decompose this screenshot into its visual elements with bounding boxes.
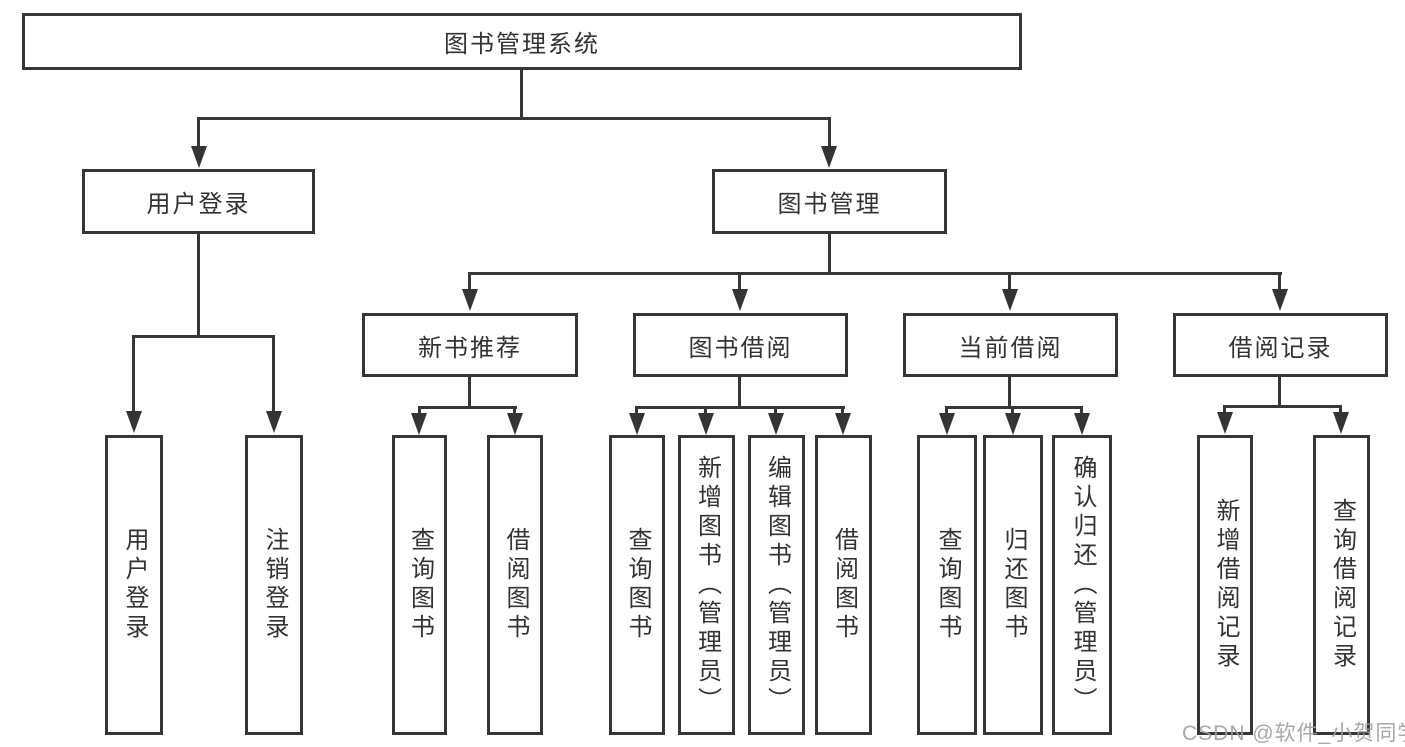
leaf-user-login: 用户登录 xyxy=(105,435,163,735)
arrow-down-icon xyxy=(1333,412,1349,434)
connector-line xyxy=(418,406,517,409)
node-user-login: 用户登录 xyxy=(82,169,315,234)
connector-line xyxy=(468,272,471,291)
leaf-label: 编辑图书（管理员） xyxy=(763,454,791,716)
arrow-down-icon xyxy=(821,146,837,168)
connector-line xyxy=(704,406,707,415)
node-label: 借阅记录 xyxy=(1228,334,1333,362)
leaf-label: 归还图书 xyxy=(1000,527,1027,643)
connector-line xyxy=(1011,406,1014,415)
node-borrow-records: 借阅记录 xyxy=(1173,313,1388,377)
leaf-label: 新增借阅记录 xyxy=(1212,498,1239,672)
connector-line xyxy=(774,406,777,415)
connector-line xyxy=(1008,377,1011,407)
connector-line xyxy=(197,233,200,337)
leaf-label: 查询借阅记录 xyxy=(1328,498,1356,672)
arrow-down-icon xyxy=(768,413,784,435)
arrow-down-icon xyxy=(507,413,523,435)
leaf-label: 查询图书 xyxy=(624,527,651,643)
arrow-down-icon xyxy=(1002,289,1018,311)
leaf-label: 新增图书（管理员） xyxy=(693,454,721,716)
connector-line xyxy=(841,406,844,415)
connector-line xyxy=(1223,405,1342,408)
connector-line xyxy=(520,69,523,118)
leaf-edit-books-admin: 编辑图书（管理员） xyxy=(748,435,805,735)
leaf-label: 借阅图书 xyxy=(502,527,529,643)
connector-line xyxy=(197,117,831,120)
node-label: 用户登录 xyxy=(146,191,251,218)
connector-line xyxy=(635,406,845,409)
connector-line xyxy=(468,272,1282,275)
node-book-management: 图书管理 xyxy=(712,169,947,234)
connector-line xyxy=(272,335,275,413)
node-label: 图书管理系统 xyxy=(444,31,600,58)
leaf-query-borrow-record: 查询借阅记录 xyxy=(1313,435,1370,735)
leaf-borrow-books-1: 借阅图书 xyxy=(487,435,543,735)
connector-line xyxy=(1080,406,1083,415)
node-root-system: 图书管理系统 xyxy=(22,13,1022,70)
leaf-label: 查询图书 xyxy=(934,527,961,643)
leaf-query-books-3: 查询图书 xyxy=(917,435,977,735)
leaf-logout: 注销登录 xyxy=(245,435,303,735)
arrow-down-icon xyxy=(1005,413,1021,435)
leaf-confirm-return-admin: 确认归还（管理员） xyxy=(1052,435,1112,735)
connector-line xyxy=(1278,377,1281,407)
connector-line xyxy=(945,406,948,415)
connector-line xyxy=(133,335,275,338)
connector-line xyxy=(418,406,421,415)
connector-line xyxy=(197,117,200,147)
leaf-label: 确认归还（管理员） xyxy=(1069,454,1096,716)
arrow-down-icon xyxy=(732,289,748,311)
arrow-down-icon xyxy=(462,289,478,311)
leaf-borrow-books-2: 借阅图书 xyxy=(815,435,872,735)
arrow-down-icon xyxy=(1074,413,1090,435)
leaf-label: 借阅图书 xyxy=(830,527,858,643)
arrow-down-icon xyxy=(939,413,955,435)
connector-line xyxy=(1223,405,1226,415)
connector-line xyxy=(635,406,638,415)
leaf-label: 查询图书 xyxy=(406,527,434,643)
connector-line xyxy=(828,117,831,147)
leaf-query-books-1: 查询图书 xyxy=(392,435,447,735)
arrow-down-icon xyxy=(1217,412,1233,434)
node-label: 新书推荐 xyxy=(418,334,522,362)
connector-line xyxy=(1278,272,1281,291)
connector-line xyxy=(738,377,741,407)
arrow-down-icon xyxy=(126,411,142,433)
arrow-down-icon xyxy=(191,146,207,168)
arrow-down-icon xyxy=(835,413,851,435)
leaf-label: 用户登录 xyxy=(121,527,148,643)
arrow-down-icon xyxy=(266,411,282,433)
connector-line xyxy=(513,406,516,415)
connector-line xyxy=(1008,272,1011,291)
connector-line xyxy=(738,272,741,291)
node-new-book-recommend: 新书推荐 xyxy=(362,313,578,377)
arrow-down-icon xyxy=(1272,289,1288,311)
node-current-borrow: 当前借阅 xyxy=(903,313,1118,377)
node-book-borrow: 图书借阅 xyxy=(633,313,848,377)
node-label: 图书管理 xyxy=(777,191,882,218)
leaf-return-books: 归还图书 xyxy=(983,435,1043,735)
leaf-query-books-2: 查询图书 xyxy=(609,435,665,735)
connector-line xyxy=(828,233,831,274)
arrow-down-icon xyxy=(411,413,427,435)
leaf-label: 注销登录 xyxy=(261,527,288,643)
connector-line xyxy=(132,335,135,413)
watermark: CSDN @软件_小贺同学 xyxy=(1182,722,1405,745)
leaf-add-books-admin: 新增图书（管理员） xyxy=(678,435,735,735)
connector-line xyxy=(1339,405,1342,415)
node-label: 当前借阅 xyxy=(958,334,1063,362)
arrow-down-icon xyxy=(629,413,645,435)
arrow-down-icon xyxy=(698,413,714,435)
leaf-add-borrow-record: 新增借阅记录 xyxy=(1197,435,1253,735)
connector-line xyxy=(945,406,1083,409)
connector-line xyxy=(468,377,471,407)
node-label: 图书借阅 xyxy=(688,334,793,362)
